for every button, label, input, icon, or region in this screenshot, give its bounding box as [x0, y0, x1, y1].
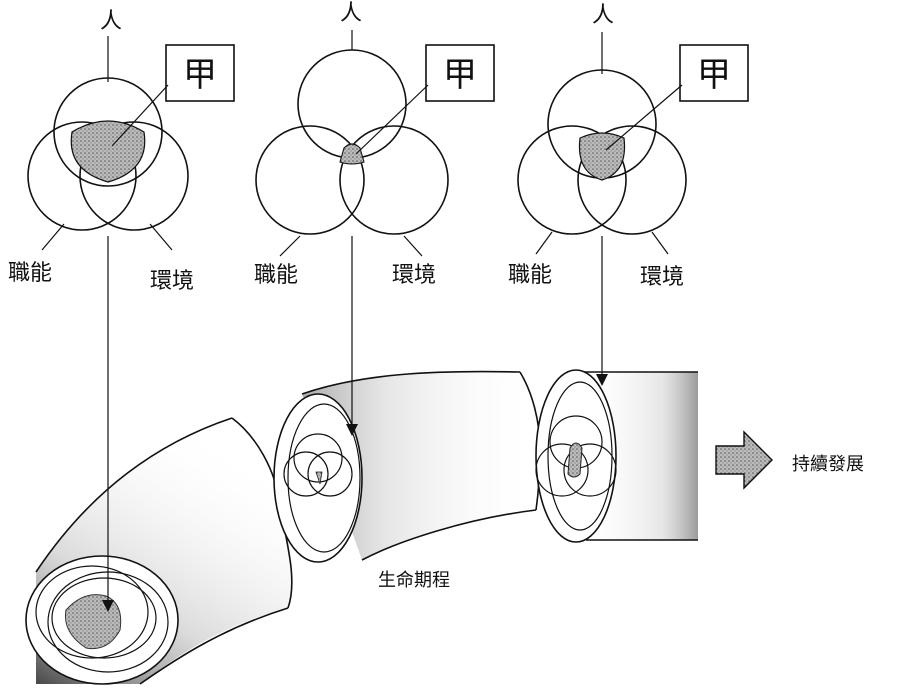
lifespan-tube [25, 369, 698, 685]
label-environment-2: 環境 [392, 263, 436, 288]
label-environment-3: 環境 [640, 265, 684, 290]
circle-environment-3 [577, 125, 687, 235]
label-jia-2: 甲 [443, 55, 477, 95]
box-jia-3 [679, 44, 749, 102]
label-jia-3: 甲 [697, 55, 731, 95]
venn-diagram-3: 人 甲 職能 環境 [508, 3, 749, 290]
label-function-3: 職能 [508, 263, 552, 288]
label-person-1: 人 [100, 9, 122, 34]
venn-diagram-1: 人 甲 職能 環境 [8, 9, 235, 294]
label-person-2: 人 [340, 1, 362, 26]
circle-person-1 [53, 77, 163, 187]
overlap-region-3 [578, 132, 626, 181]
label-function-1: 職能 [8, 261, 52, 286]
sustain-arrow [715, 430, 773, 490]
circle-environment-2 [339, 125, 449, 235]
circle-function-3 [517, 125, 627, 235]
box-jia-2 [425, 44, 495, 102]
overlap-region-2 [339, 143, 365, 165]
circle-function-1 [27, 121, 137, 231]
label-lifespan: 生命期程 [378, 570, 450, 591]
label-sustain: 持續發展 [792, 454, 864, 475]
venn-diagram-2: 人 甲 職能 環境 [254, 1, 495, 288]
label-function-2: 職能 [254, 263, 298, 288]
circle-function-2 [255, 125, 365, 235]
label-environment-1: 環境 [150, 269, 194, 294]
label-person-3: 人 [592, 3, 614, 28]
box-jia-1 [165, 44, 235, 102]
label-jia-1: 甲 [183, 55, 217, 95]
circle-person-2 [297, 49, 407, 159]
overlap-region-1 [70, 120, 146, 183]
